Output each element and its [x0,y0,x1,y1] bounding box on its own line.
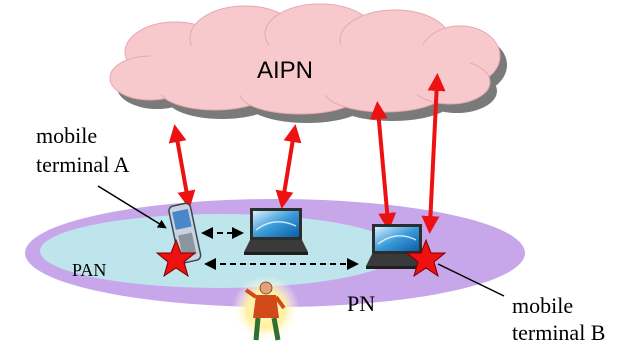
aipn-label: AIPN [257,57,313,84]
pn-label: PN [347,291,375,316]
terminal-b-label-line1: mobile [512,293,573,318]
aipn-cloud: AIPN [109,3,507,123]
arrow-laptop1-cloud [275,124,302,209]
red-arrows [168,73,446,234]
terminal-a-label-line1: mobile [36,123,97,148]
arrow-terminal-b-cloud [421,73,446,234]
callout-line-terminal-a [97,185,167,229]
callout-line-terminal-b [437,263,505,297]
terminal-b-label-line2: terminal B [512,320,605,345]
terminal-a-label-line2: terminal A [36,152,130,177]
star-icon [155,238,197,278]
dashed-arrows [201,227,359,270]
person-icon [232,276,300,342]
arrow-laptop2-cloud [369,101,397,231]
arrow-phone-cloud [168,124,196,209]
laptop-icon [244,208,308,255]
star-icon [405,238,447,278]
pan-label: PAN [72,260,106,280]
